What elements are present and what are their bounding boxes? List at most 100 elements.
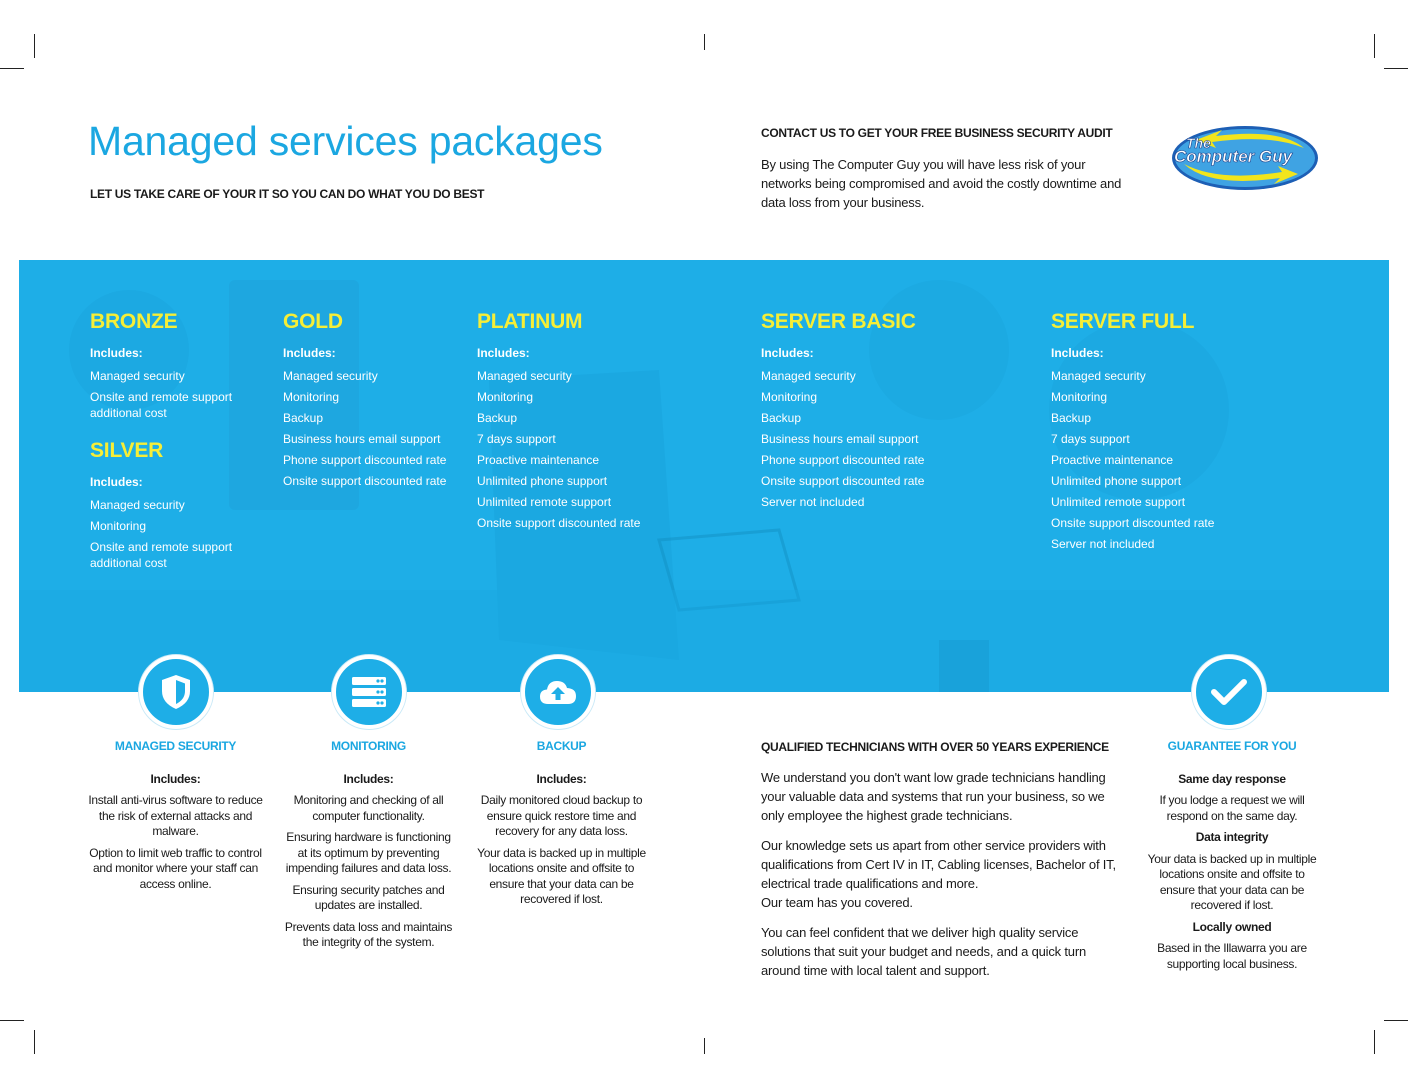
qualified-paragraph: You can feel confident that we deliver h… — [761, 925, 1086, 978]
package-server-full: SERVER FULL Includes: Managed security M… — [1051, 310, 1241, 557]
service-name: MANAGED SECURITY — [114, 739, 237, 753]
list-item: Phone support discounted rate — [761, 453, 925, 467]
list-item: Backup — [477, 411, 518, 425]
list-item: Unlimited remote support — [477, 495, 612, 509]
server-icon — [332, 655, 406, 729]
service-paragraph: Ensuring hardware is functioning at its … — [285, 830, 452, 875]
background-photo-overlay — [19, 280, 1389, 692]
list-item: Server not included — [1051, 537, 1155, 551]
guarantee-item-title: Data integrity — [1195, 830, 1269, 844]
package-bronze: BRONZE Includes: Managed security Onsite… — [90, 310, 250, 426]
crop-mark — [1384, 68, 1408, 69]
contact-heading: CONTACT US TO GET YOUR FREE BUSINESS SEC… — [761, 126, 1113, 140]
list-item: Managed security — [283, 369, 378, 383]
service-paragraph: Install anti-virus software to reduce th… — [88, 793, 263, 838]
guarantee-item-text: Your data is backed up in multiple locat… — [1147, 851, 1317, 913]
list-item: Onsite support discounted rate — [477, 516, 641, 530]
list-item: Onsite support discounted rate — [761, 474, 925, 488]
package-platinum: PLATINUM Includes: Managed security Moni… — [477, 310, 667, 536]
service-monitoring: MONITORING Includes: Monitoring and chec… — [281, 739, 456, 957]
list-item: Managed security — [477, 369, 572, 383]
list-item: Monitoring — [761, 390, 818, 404]
package-gold: GOLD Includes: Managed security Monitori… — [283, 310, 463, 494]
service-name: MONITORING — [331, 739, 406, 753]
page-title: Managed services packages — [88, 118, 603, 164]
qualified-paragraph: Our team has you covered. — [761, 895, 913, 910]
includes-label: Includes: — [90, 346, 143, 360]
list-item: Backup — [1051, 411, 1092, 425]
list-item: Onsite and remote support additional cos… — [90, 540, 233, 570]
crop-mark — [34, 1030, 35, 1054]
includes-label: Includes: — [1051, 346, 1104, 360]
package-name: GOLD — [283, 310, 343, 333]
service-paragraph: Prevents data loss and maintains the int… — [284, 919, 453, 950]
list-item: Business hours email support — [283, 432, 441, 446]
packages-band: BRONZE Includes: Managed security Onsite… — [19, 260, 1389, 692]
list-item: Backup — [283, 411, 324, 425]
package-silver: SILVER Includes: Managed security Monito… — [90, 439, 250, 576]
includes-label: Includes: — [150, 771, 201, 786]
service-paragraph: Daily monitored cloud backup to ensure q… — [480, 793, 643, 838]
list-item: Proactive maintenance — [477, 453, 600, 467]
guarantee-heading: GUARANTEE FOR YOU — [1167, 739, 1297, 753]
crop-mark — [1374, 1030, 1375, 1054]
list-item: 7 days support — [477, 432, 556, 446]
list-item: Unlimited remote support — [1051, 495, 1186, 509]
crop-mark — [704, 1038, 705, 1054]
cloud-upload-icon — [521, 655, 595, 729]
list-item: Managed security — [761, 369, 856, 383]
service-paragraph: Ensuring security patches and updates ar… — [292, 882, 445, 913]
service-paragraph: Option to limit web traffic to control a… — [89, 845, 262, 891]
qualified-text: We understand you don't want low grade t… — [761, 768, 1126, 991]
page-subtitle: LET US TAKE CARE OF YOUR IT SO YOU CAN D… — [90, 187, 485, 201]
list-item: Monitoring — [90, 519, 147, 533]
list-item: Managed security — [1051, 369, 1146, 383]
includes-label: Includes: — [536, 771, 587, 786]
list-item: Onsite and remote support additional cos… — [90, 390, 233, 420]
list-item: Monitoring — [477, 390, 534, 404]
package-name: SERVER FULL — [1051, 310, 1195, 333]
list-item: Unlimited phone support — [477, 474, 608, 488]
list-item: Backup — [761, 411, 802, 425]
checkmark-icon — [1192, 655, 1266, 729]
list-item: Business hours email support — [761, 432, 919, 446]
list-item: Phone support discounted rate — [283, 453, 447, 467]
crop-mark — [1374, 34, 1375, 58]
list-item: Monitoring — [283, 390, 340, 404]
package-server-basic: SERVER BASIC Includes: Managed security … — [761, 310, 951, 515]
guarantee-item-title: Same day response — [1178, 771, 1286, 786]
includes-label: Includes: — [283, 346, 336, 360]
list-item: Onsite support discounted rate — [1051, 516, 1215, 530]
qualified-paragraph: We understand you don't want low grade t… — [761, 770, 1106, 823]
package-name: SILVER — [90, 439, 164, 462]
crop-mark — [704, 34, 705, 50]
includes-label: Includes: — [477, 346, 530, 360]
list-item: Server not included — [761, 495, 865, 509]
service-name: BACKUP — [536, 739, 587, 753]
contact-text: By using The Computer Guy you will have … — [761, 157, 1122, 210]
list-item: Monitoring — [1051, 390, 1108, 404]
crop-mark — [34, 34, 35, 58]
list-item: Onsite support discounted rate — [283, 474, 447, 488]
service-paragraph: Your data is backed up in multiple locat… — [477, 845, 646, 907]
guarantee-item-text: If you lodge a request we will respond o… — [1159, 793, 1305, 823]
svg-text:Computer Guy: Computer Guy — [1174, 147, 1294, 166]
list-item: Managed security — [90, 498, 185, 512]
guarantee-section: GUARANTEE FOR YOU Same day response If y… — [1143, 739, 1321, 978]
package-name: SERVER BASIC — [761, 310, 916, 333]
shield-icon — [139, 655, 213, 729]
svg-text:The: The — [1186, 135, 1211, 151]
qualified-heading: QUALIFIED TECHNICIANS WITH OVER 50 YEARS… — [761, 740, 1109, 754]
crop-mark — [1384, 1020, 1408, 1021]
package-name: PLATINUM — [477, 310, 583, 333]
service-managed-security: MANAGED SECURITY Includes: Install anti-… — [88, 739, 263, 898]
includes-label: Includes: — [343, 771, 394, 786]
company-logo: The Computer Guy — [1172, 126, 1318, 190]
crop-mark — [0, 1020, 24, 1021]
includes-label: Includes: — [761, 346, 814, 360]
list-item: Proactive maintenance — [1051, 453, 1174, 467]
service-paragraph: Monitoring and checking of all computer … — [293, 793, 444, 823]
list-item: 7 days support — [1051, 432, 1130, 446]
crop-mark — [0, 68, 24, 69]
guarantee-item-title: Locally owned — [1192, 919, 1272, 934]
